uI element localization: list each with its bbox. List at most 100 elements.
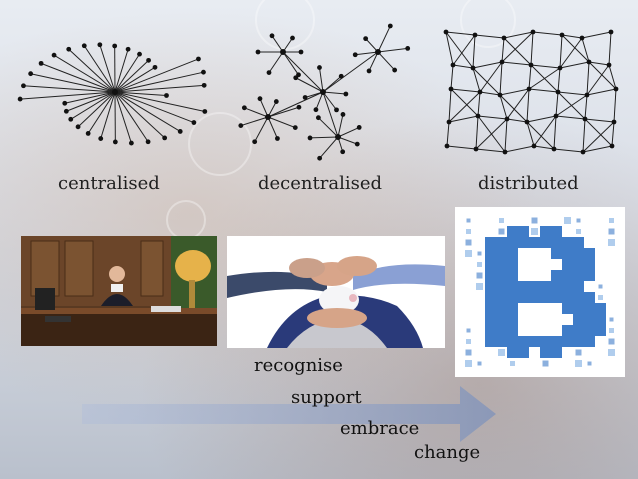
- network-node: [375, 49, 381, 55]
- network-node: [201, 69, 206, 75]
- network-node: [608, 29, 614, 35]
- bitcoin-pixel: [608, 338, 615, 345]
- bitcoin-pixel: [595, 314, 606, 325]
- network-node: [606, 62, 612, 68]
- network-node: [502, 149, 508, 155]
- network-node: [338, 73, 344, 79]
- bitcoin-pixel: [496, 292, 507, 303]
- network-node: [273, 99, 279, 104]
- bitcoin-pixel: [507, 281, 518, 292]
- bitcoin-pixel: [531, 228, 538, 235]
- network-node: [97, 42, 103, 48]
- network-edge: [475, 148, 506, 153]
- bitcoin-pixel: [485, 270, 496, 281]
- network-edge: [533, 145, 555, 150]
- bitcoin-pixel: [584, 292, 595, 303]
- network-node: [81, 43, 87, 49]
- bitcoin-pixel: [584, 248, 595, 259]
- network-node: [238, 123, 244, 128]
- bitcoin-pixel: [477, 262, 482, 267]
- network-node: [613, 86, 619, 92]
- network-node: [265, 114, 271, 120]
- bitcoin-pixel: [507, 347, 518, 358]
- background-circle: [166, 200, 206, 240]
- network-edge: [114, 91, 205, 112]
- network-edge: [559, 34, 563, 69]
- bitcoin-pixel: [485, 292, 496, 303]
- bitcoin-pixel: [584, 325, 595, 336]
- network-edge: [114, 91, 132, 144]
- network-node: [343, 91, 349, 97]
- network-node: [66, 46, 72, 52]
- bitcoin-pixel: [540, 226, 551, 237]
- bitcoin-pixel: [575, 360, 582, 367]
- bitcoin-pixel: [551, 270, 562, 281]
- network-edge: [254, 116, 269, 142]
- bitcoin-pixel: [518, 292, 529, 303]
- bitcoin-pixel: [562, 259, 573, 270]
- bitcoin-pixel: [540, 347, 551, 358]
- bitcoin-pixel: [496, 281, 507, 292]
- network-edge: [114, 91, 166, 139]
- network-edge: [588, 61, 617, 90]
- network-edge: [114, 91, 181, 132]
- bitcoin-pixel: [608, 239, 615, 246]
- network-edge: [322, 75, 342, 93]
- network-edge: [368, 51, 379, 72]
- network-node: [146, 57, 151, 63]
- bitcoin-logo: [455, 207, 625, 377]
- network-edge: [474, 34, 505, 39]
- bitcoin-pixel: [598, 295, 603, 300]
- bitcoin-pixel: [587, 361, 592, 366]
- bitcoin-pixel: [496, 325, 507, 336]
- bitcoin-pixel: [598, 284, 603, 289]
- network-edge: [504, 145, 535, 153]
- network-node: [307, 135, 313, 141]
- bitcoin-pixel: [540, 292, 551, 303]
- network-node: [448, 86, 454, 92]
- bitcoin-pixel: [507, 292, 518, 303]
- network-node: [290, 35, 295, 41]
- centralised-network-diagram: [17, 42, 208, 146]
- network-edge: [475, 115, 479, 150]
- network-edge: [448, 91, 481, 123]
- network-edge: [503, 31, 534, 39]
- distributed-label: distributed: [478, 173, 579, 194]
- decentralised-network-diagram: [238, 23, 411, 161]
- network-edge: [450, 88, 481, 93]
- network-edge: [613, 88, 617, 123]
- bitcoin-pixel: [466, 218, 471, 223]
- network-node: [366, 68, 372, 74]
- network-node: [28, 71, 34, 77]
- bitcoin-pixel: [562, 292, 573, 303]
- network-node: [473, 146, 479, 152]
- network-node: [162, 135, 168, 141]
- network-edge: [66, 91, 116, 112]
- network-node: [584, 92, 590, 98]
- network-edge: [365, 38, 379, 53]
- bitcoin-pixel: [496, 303, 507, 314]
- bitcoin-pixel: [542, 360, 549, 367]
- bitcoin-pixel: [584, 336, 595, 347]
- network-edge: [526, 115, 557, 123]
- network-node: [280, 49, 286, 55]
- network-node: [559, 32, 565, 38]
- network-edge: [70, 91, 116, 120]
- network-edge: [377, 51, 396, 71]
- bitcoin-pixel: [573, 259, 584, 270]
- network-edge: [588, 61, 610, 66]
- bitcoin-pixel: [551, 281, 562, 292]
- network-edge: [304, 91, 324, 98]
- bitcoin-pixel: [476, 272, 483, 279]
- network-node: [241, 105, 247, 111]
- network-edge: [83, 45, 116, 93]
- network-node: [75, 124, 81, 130]
- network-edge: [446, 121, 450, 147]
- network-node: [340, 112, 346, 117]
- bitcoin-pixel: [485, 325, 496, 336]
- network-node: [317, 155, 323, 161]
- bitcoin-pixel: [540, 336, 551, 347]
- network-node: [499, 59, 505, 65]
- network-node: [317, 65, 322, 70]
- network-node: [112, 43, 118, 49]
